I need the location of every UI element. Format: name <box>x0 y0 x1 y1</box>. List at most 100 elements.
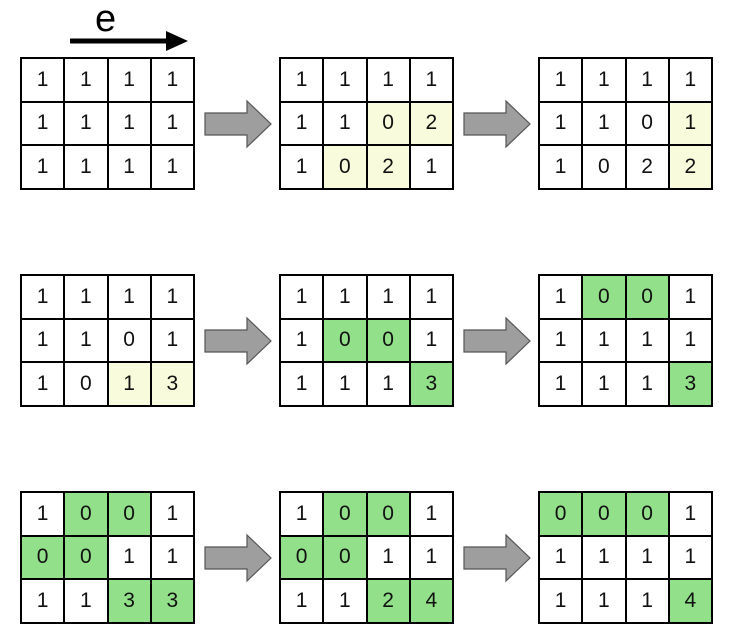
matrix-cell: 3 <box>151 363 193 405</box>
matrix-cell: 1 <box>626 536 668 579</box>
matrix-cell: 1 <box>281 319 323 362</box>
matrix-cell: 0 <box>367 102 409 145</box>
matrix-cell: 1 <box>22 102 64 145</box>
matrix-cell: 0 <box>626 276 668 318</box>
matrix-cell: 1 <box>367 276 409 318</box>
matrix-cell: 1 <box>583 536 625 579</box>
matrix-cell: 0 <box>367 319 409 362</box>
matrix-cell: 0 <box>22 536 64 579</box>
matrix-cell: 0 <box>324 146 366 188</box>
matrix-cell: 2 <box>669 146 711 188</box>
matrix-cell: 0 <box>626 493 668 535</box>
matrix-cell: 1 <box>281 580 323 622</box>
direction-arrow-icon <box>70 31 188 51</box>
matrix-cell: 4 <box>669 580 711 622</box>
matrix-cell: 1 <box>540 363 582 405</box>
matrix-cell: 0 <box>583 276 625 318</box>
matrix-cell: 0 <box>65 536 107 579</box>
matrix-cell: 1 <box>281 493 323 535</box>
matrix-cell: 1 <box>281 276 323 318</box>
matrix-cell: 1 <box>669 319 711 362</box>
matrix-cell: 1 <box>367 536 409 579</box>
block-arrow-icon <box>463 99 531 148</box>
matrix-cell: 1 <box>540 319 582 362</box>
matrix-cell: 1 <box>108 146 150 188</box>
matrix-cell: 1 <box>410 146 452 188</box>
matrix-cell: 1 <box>281 146 323 188</box>
matrix-cell: 3 <box>108 580 150 622</box>
matrix-cell: 1 <box>367 363 409 405</box>
block-arrow-icon <box>204 99 272 148</box>
matrix-cell: 1 <box>151 536 193 579</box>
matrix-cell: 3 <box>151 580 193 622</box>
matrix-cell: 1 <box>669 276 711 318</box>
matrix-cell: 1 <box>583 319 625 362</box>
matrix-cell: 2 <box>626 146 668 188</box>
matrix-cell: 1 <box>22 493 64 535</box>
block-arrow-icon <box>463 316 531 365</box>
matrix-cell: 1 <box>108 363 150 405</box>
matrix-cell: 1 <box>151 102 193 145</box>
matrix-cell: 3 <box>410 363 452 405</box>
matrix-cell: 1 <box>65 580 107 622</box>
matrix-cell: 1 <box>108 59 150 101</box>
block-arrow-icon <box>204 316 272 365</box>
matrix-cell: 1 <box>65 276 107 318</box>
matrix-cell: 1 <box>151 493 193 535</box>
matrix-cell: 1 <box>324 59 366 101</box>
matrix-cell: 0 <box>626 102 668 145</box>
matrix-cell: 1 <box>281 59 323 101</box>
matrix-cell: 0 <box>583 146 625 188</box>
matrix-cell: 0 <box>324 319 366 362</box>
matrix-cell: 1 <box>626 59 668 101</box>
matrix-cell: 1 <box>108 536 150 579</box>
matrix-cell: 1 <box>281 102 323 145</box>
matrix-cell: 1 <box>540 276 582 318</box>
matrix-cell: 1 <box>324 363 366 405</box>
matrix-cell: 1 <box>540 146 582 188</box>
matrix-cell: 1 <box>108 276 150 318</box>
matrix-cell: 1 <box>583 102 625 145</box>
matrix-cell: 1 <box>151 59 193 101</box>
matrix-cell: 0 <box>583 493 625 535</box>
matrix-cell: 4 <box>410 580 452 622</box>
matrix-cell: 1 <box>540 536 582 579</box>
matrix-cell: 1 <box>65 146 107 188</box>
matrix-cell: 1 <box>22 146 64 188</box>
block-arrow-icon <box>463 533 531 582</box>
matrix-cell: 2 <box>410 102 452 145</box>
matrix-cell: 0 <box>324 493 366 535</box>
matrix-cell: 1 <box>669 536 711 579</box>
matrix-cell: 0 <box>65 493 107 535</box>
matrix-cell: 1 <box>669 493 711 535</box>
matrix-cell: 1 <box>410 59 452 101</box>
matrix-cell: 1 <box>22 580 64 622</box>
matrix-cell: 1 <box>583 580 625 622</box>
matrix-cell: 0 <box>281 536 323 579</box>
matrix-cell: 1 <box>669 59 711 101</box>
matrix-cell: 1 <box>324 102 366 145</box>
block-arrow-icon <box>204 533 272 582</box>
matrix-cell: 1 <box>151 146 193 188</box>
matrix-cell: 1 <box>540 59 582 101</box>
matrix-cell: 3 <box>669 363 711 405</box>
matrix-cell: 1 <box>151 319 193 362</box>
matrix-cell: 1 <box>410 536 452 579</box>
matrix-cell: 2 <box>367 146 409 188</box>
matrix-cell: 1 <box>626 580 668 622</box>
matrix-cell: 0 <box>65 363 107 405</box>
matrix-cell: 1 <box>22 59 64 101</box>
matrix-cell: 1 <box>22 276 64 318</box>
matrix-cell: 1 <box>22 319 64 362</box>
matrix-cell: 1 <box>367 59 409 101</box>
matrix-cell: 1 <box>324 276 366 318</box>
matrix-cell: 1 <box>583 363 625 405</box>
